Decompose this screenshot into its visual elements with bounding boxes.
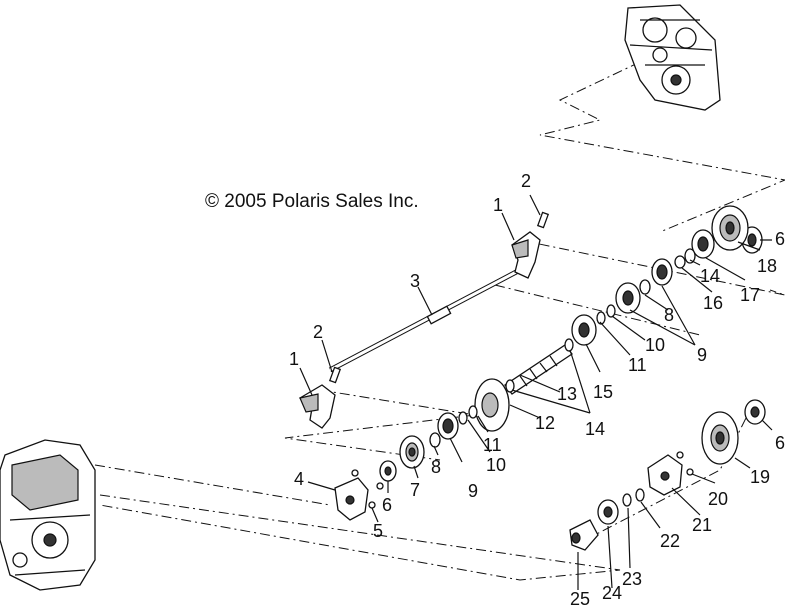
shift-rail	[328, 267, 522, 373]
callout-washer-10-lower: 10	[486, 455, 507, 475]
shift-fork-lower	[298, 384, 336, 429]
output-shaft-25	[569, 519, 599, 551]
guide-line-housing-left-lower	[99, 494, 621, 581]
callout-shift-fork-lower: 1	[289, 349, 300, 369]
washer-10-lower	[458, 411, 468, 425]
transmission-housing-bottom	[0, 439, 96, 591]
bearing-cover-left	[334, 477, 369, 521]
callout-bearing-cover-left: 4	[294, 469, 305, 489]
callout-main-shaft: 13	[557, 384, 578, 404]
shift-fork-upper	[511, 231, 541, 279]
callout-washer-22: 22	[660, 531, 681, 551]
gear-17	[691, 229, 715, 259]
washer-8-upper	[639, 279, 651, 295]
bearing-7	[399, 435, 425, 469]
callout-roll-pin-lower: 2	[313, 322, 324, 342]
callout-bearing-7: 7	[410, 480, 421, 500]
washer-8-lower	[429, 432, 441, 448]
callout-seal-lower: 6	[382, 495, 393, 515]
washer-10-upper	[606, 304, 616, 318]
callout-washer-10-upper: 10	[645, 335, 666, 355]
leader-lines	[299, 194, 773, 590]
callout-washer-11-upper: 11	[628, 355, 647, 375]
callout-washer-8-lower: 8	[431, 457, 442, 477]
gear-12	[474, 378, 510, 432]
guide-line-mid-shaft	[494, 284, 701, 336]
callout-bearing-24: 24	[602, 583, 623, 603]
guide-line-top-housing	[539, 61, 785, 233]
guide-line-lower-shift	[284, 389, 476, 461]
gear-19	[701, 411, 739, 465]
callout-washer-14-lower: 14	[585, 419, 606, 439]
callout-bolt-20: 20	[708, 489, 729, 509]
guide-line-upper-shift	[519, 239, 785, 296]
callout-gear-19: 19	[750, 467, 771, 487]
callout-bearing-cover-right: 21	[692, 515, 713, 535]
washer-11-upper	[596, 311, 606, 325]
callout-washer-11-lower: 11	[483, 435, 502, 455]
callout-bolt: 5	[373, 521, 384, 541]
bolt-5	[351, 469, 384, 509]
callout-washer-8-upper: 8	[664, 305, 675, 325]
bearing-cover-right	[647, 454, 683, 496]
callout-gear-18: 18	[757, 256, 778, 276]
roll-pin-lower	[328, 366, 342, 384]
washer-14-shaft	[564, 338, 574, 352]
washer-14-lower	[505, 379, 515, 393]
callout-gear-12: 12	[535, 413, 556, 433]
gear-9-upper	[651, 258, 673, 286]
bolt-20	[676, 451, 694, 476]
callout-washer-16: 16	[703, 293, 724, 313]
callout-ring-23: 23	[622, 569, 643, 589]
callout-roll-pin-upper: 2	[521, 171, 532, 191]
seal-6-lower	[379, 460, 397, 482]
callout-gear-9-upper: 9	[697, 345, 708, 365]
callout-shift-fork-upper: 1	[493, 195, 504, 215]
callout-washer-14-upper: 14	[700, 266, 721, 286]
washer-11-lower	[468, 405, 478, 419]
gear-15	[571, 314, 597, 346]
callout-bearing-6-right: 6	[775, 433, 785, 453]
bearing-6-right	[744, 399, 766, 425]
callout-gear-9-lower: 9	[468, 481, 479, 501]
callout-gear-15: 15	[593, 382, 614, 402]
gear-9b	[615, 282, 641, 314]
copyright-notice: © 2005 Polaris Sales Inc.	[205, 191, 419, 212]
washer-16	[674, 255, 686, 269]
callout-bearing-6-upper: 6	[775, 229, 785, 249]
bearing-24	[597, 499, 619, 525]
callout-gear-17: 17	[740, 285, 761, 305]
ring-23	[622, 493, 632, 507]
washer-14-upper	[684, 248, 696, 264]
callout-output-shaft: 25	[570, 589, 591, 606]
transmission-housing-top	[624, 4, 721, 111]
callout-shift-rail: 3	[410, 271, 421, 291]
gear-18	[711, 205, 749, 251]
gear-9-lower	[437, 412, 459, 440]
roll-pin-upper	[536, 211, 550, 229]
washer-22	[635, 488, 645, 502]
